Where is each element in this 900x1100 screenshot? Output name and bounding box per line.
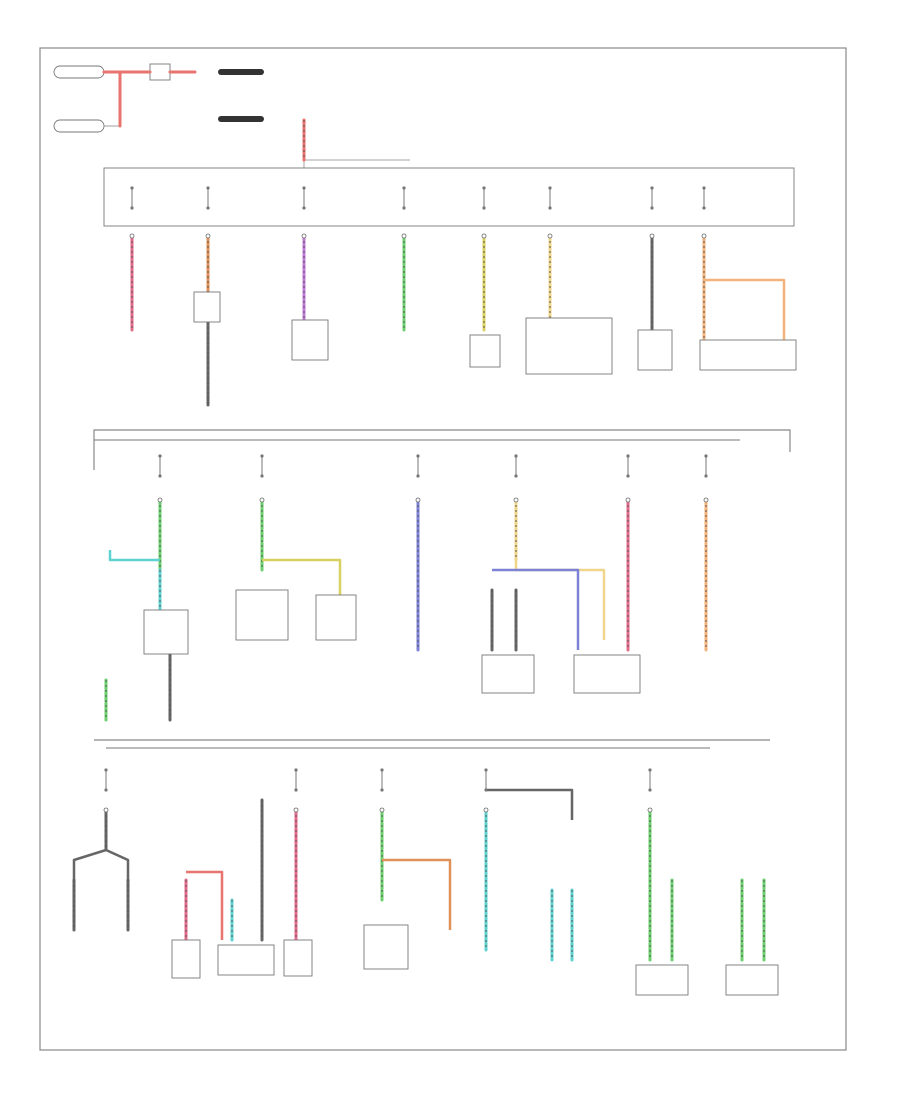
row1-connector-6 — [547, 233, 553, 239]
row3-connector-4 — [483, 807, 489, 813]
row3-fuse-5-top — [648, 768, 652, 772]
row3-component-6 — [725, 964, 779, 996]
row1-fuse-7-top — [650, 186, 654, 190]
row2-component-2b — [315, 594, 357, 641]
row3-wire-4-feed — [486, 788, 574, 820]
harness-bar-2 — [218, 116, 264, 122]
row1-connector-3 — [301, 233, 307, 239]
row1-fuse-4-bottom — [402, 206, 406, 210]
row1-fuse-8-top — [702, 186, 706, 190]
fuse-panel-row-1 — [103, 167, 795, 227]
row1-fuse-5-top — [482, 186, 486, 190]
row2-wire-2-branch — [262, 558, 342, 595]
row3-component-3 — [363, 924, 409, 970]
row1-fuse-2-top — [206, 186, 210, 190]
components-layer — [103, 186, 797, 996]
row3-fuse-3-top — [380, 768, 384, 772]
row2-connector-1 — [157, 497, 163, 503]
row3-component-a — [171, 939, 201, 979]
row2-fuse-2-bottom — [260, 474, 264, 478]
bus-row-3 — [94, 739, 770, 749]
row1-component-7 — [637, 329, 673, 371]
row2-wire-4-branch-a — [514, 560, 606, 640]
row2-fuse-3-top — [416, 454, 420, 458]
row2-relay — [143, 609, 189, 655]
row3-fuse-2-bottom — [294, 788, 298, 792]
row1-fuse-4-top — [402, 186, 406, 190]
row2-connector-4 — [513, 497, 519, 503]
row1-wire-8-branch — [704, 278, 786, 340]
row1-component-6 — [525, 317, 613, 375]
row1-fuse-8-bottom — [702, 206, 706, 210]
row3-wire-3-branch — [382, 858, 452, 930]
row3-connector-5 — [647, 807, 653, 813]
row3-fuse-4-top — [484, 768, 488, 772]
row1-component-3 — [291, 319, 329, 361]
row2-connector-5 — [625, 497, 631, 503]
row1-component-5 — [469, 334, 501, 368]
row1-connector-2 — [205, 233, 211, 239]
row3-fuse-5-bottom — [648, 788, 652, 792]
row1-fuse-1-bottom — [130, 206, 134, 210]
row1-connector-8 — [701, 233, 707, 239]
row3-fuse-4-bottom — [484, 788, 488, 792]
row3-connector-2 — [293, 807, 299, 813]
row1-fuse-7-bottom — [650, 206, 654, 210]
row1-connector-4 — [401, 233, 407, 239]
row2-component-5 — [573, 654, 641, 694]
row2-fuse-3-bottom — [416, 474, 420, 478]
battery-cluster — [53, 63, 410, 168]
bus-row-2 — [93, 429, 791, 470]
row2-fuse-5-bottom — [626, 474, 630, 478]
harness-bar-1 — [218, 69, 264, 75]
row2-fuse-4-top — [514, 454, 518, 458]
row3-fuse-3-bottom — [380, 788, 384, 792]
row3-red-branch — [186, 870, 224, 940]
row2-fuse-6-top — [704, 454, 708, 458]
row1-component-8 — [699, 339, 797, 371]
row1-fuse-3-bottom — [302, 206, 306, 210]
row1-fuse-2-bottom — [206, 206, 210, 210]
row3-wire-1-split-b — [105, 848, 130, 880]
row3-fuse-2-top — [294, 768, 298, 772]
row2-wire-4-branch-b — [492, 568, 580, 650]
row3-connector-1 — [103, 807, 109, 813]
row2-fuse-5-top — [626, 454, 630, 458]
row1-connector-5 — [481, 233, 487, 239]
row1-connector-7 — [649, 233, 655, 239]
row2-fuse-1-bottom — [158, 474, 162, 478]
row2-fuse-6-bottom — [704, 474, 708, 478]
fusible-link-box — [149, 63, 171, 81]
row1-fuse-1-top — [130, 186, 134, 190]
row2-connector-6 — [703, 497, 709, 503]
row3-connector-3 — [379, 807, 385, 813]
row1-connector-1 — [129, 233, 135, 239]
battery-terminal-2 — [53, 119, 105, 133]
row2-component-2a — [235, 589, 289, 641]
row2-connector-3 — [415, 497, 421, 503]
row2-fuse-4-bottom — [514, 474, 518, 478]
row1-relay-box — [193, 291, 221, 323]
row2-fuse-2-top — [260, 454, 264, 458]
row3-component-b — [217, 944, 275, 976]
row2-connector-2 — [259, 497, 265, 503]
row1-fuse-3-top — [302, 186, 306, 190]
wires-layer — [72, 70, 786, 962]
row2-component-4 — [481, 654, 535, 694]
row3-component-5 — [635, 964, 689, 996]
row2-cyan-branch — [108, 550, 160, 562]
fuse-panel-1-box — [103, 167, 795, 227]
row3-fuse-1-bottom — [104, 788, 108, 792]
battery-terminal-1 — [53, 65, 105, 79]
row3-component-c — [283, 939, 313, 977]
row3-fuse-1-top — [104, 768, 108, 772]
row1-fuse-5-bottom — [482, 206, 486, 210]
row1-fuse-6-top — [548, 186, 552, 190]
row3-wire-1-split-a — [72, 848, 107, 880]
diagram-frame — [39, 47, 847, 1051]
bus-2-outline — [93, 429, 791, 470]
row1-fuse-6-bottom — [548, 206, 552, 210]
row2-fuse-1-top — [158, 454, 162, 458]
